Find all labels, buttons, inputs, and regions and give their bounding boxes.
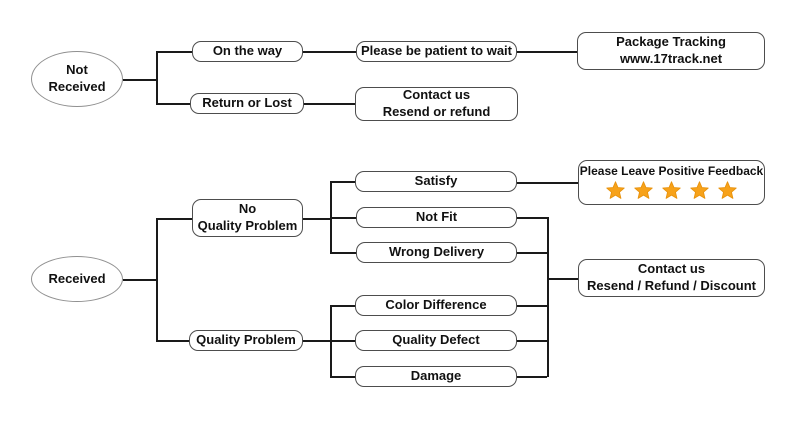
package-tracking-label-line2: www.17track.net [619, 51, 723, 66]
contact-discount-label-line1: Contact us [637, 261, 706, 277]
connector-line [330, 305, 355, 307]
received-label: Received [48, 270, 106, 286]
connector-line [156, 51, 192, 53]
not-fit-label: Not Fit [415, 209, 458, 225]
wrong-delivery-box: Wrong Delivery [356, 242, 517, 263]
star-icon [718, 181, 737, 200]
contact-discount-box: Contact us Resend / Refund / Discount [578, 259, 765, 297]
connector-line [156, 218, 192, 220]
on-the-way-box: On the way [192, 41, 303, 62]
connector-line [123, 79, 156, 81]
connector-line [517, 252, 547, 254]
quality-defect-label: Quality Defect [392, 332, 480, 348]
connector-line [517, 217, 547, 219]
not-received-label-line2: Received [48, 79, 106, 94]
connector-line [330, 340, 355, 342]
return-or-lost-box: Return or Lost [190, 93, 304, 114]
connector-line [303, 51, 356, 53]
connector-line [330, 181, 355, 183]
color-difference-box: Color Difference [355, 295, 517, 316]
no-quality-problem-label-line2: Quality Problem [197, 218, 298, 233]
not-received-ellipse: Not Received [31, 51, 123, 107]
color-difference-label: Color Difference [385, 297, 487, 313]
connector-line [517, 340, 547, 342]
no-quality-problem-box: No Quality Problem [192, 199, 303, 237]
connector-line [123, 279, 156, 281]
quality-problem-label: Quality Problem [196, 332, 296, 348]
received-ellipse: Received [31, 256, 123, 302]
contact-resend-refund-label-line2: Resend or refund [382, 104, 491, 119]
no-quality-problem-label-line1: No [238, 201, 257, 217]
connector-line [517, 182, 578, 184]
connector-line [517, 305, 547, 307]
contact-resend-refund-label-line1: Contact us [402, 87, 471, 103]
connector-line [303, 340, 330, 342]
star-icon [606, 181, 625, 200]
star-row [604, 180, 739, 201]
wrong-delivery-label: Wrong Delivery [388, 244, 485, 260]
package-tracking-label-line1: Package Tracking [616, 34, 726, 50]
not-received-label-line1: Not [66, 62, 88, 78]
satisfy-box: Satisfy [355, 171, 517, 192]
quality-defect-box: Quality Defect [355, 330, 517, 351]
star-icon [690, 181, 709, 200]
return-or-lost-label: Return or Lost [202, 95, 292, 111]
star-icon [662, 181, 681, 200]
package-tracking-box: Package Tracking www.17track.net [577, 32, 765, 70]
positive-feedback-box: Please Leave Positive Feedback [578, 160, 765, 205]
connector-line [156, 51, 158, 104]
quality-problem-box: Quality Problem [189, 330, 303, 351]
connector-line [330, 252, 356, 254]
please-wait-box: Please be patient to wait [356, 41, 517, 62]
connector-line [156, 340, 189, 342]
on-the-way-label: On the way [212, 43, 283, 59]
satisfy-label: Satisfy [414, 173, 458, 189]
connector-line [156, 218, 158, 341]
contact-discount-label-line2: Resend / Refund / Discount [586, 278, 756, 293]
connector-line [547, 217, 549, 377]
connector-line [330, 376, 355, 378]
connector-line [330, 217, 356, 219]
positive-feedback-label: Please Leave Positive Feedback [579, 163, 764, 178]
not-fit-box: Not Fit [356, 207, 517, 228]
connector-line [517, 51, 577, 53]
star-icon [634, 181, 653, 200]
connector-line [156, 103, 190, 105]
please-wait-label: Please be patient to wait [361, 43, 512, 59]
contact-resend-refund-box: Contact us Resend or refund [355, 87, 518, 121]
connector-line [303, 218, 330, 220]
connector-line [517, 376, 547, 378]
damage-label: Damage [410, 368, 462, 384]
connector-line [547, 278, 578, 280]
damage-box: Damage [355, 366, 517, 387]
connector-line [304, 103, 355, 105]
